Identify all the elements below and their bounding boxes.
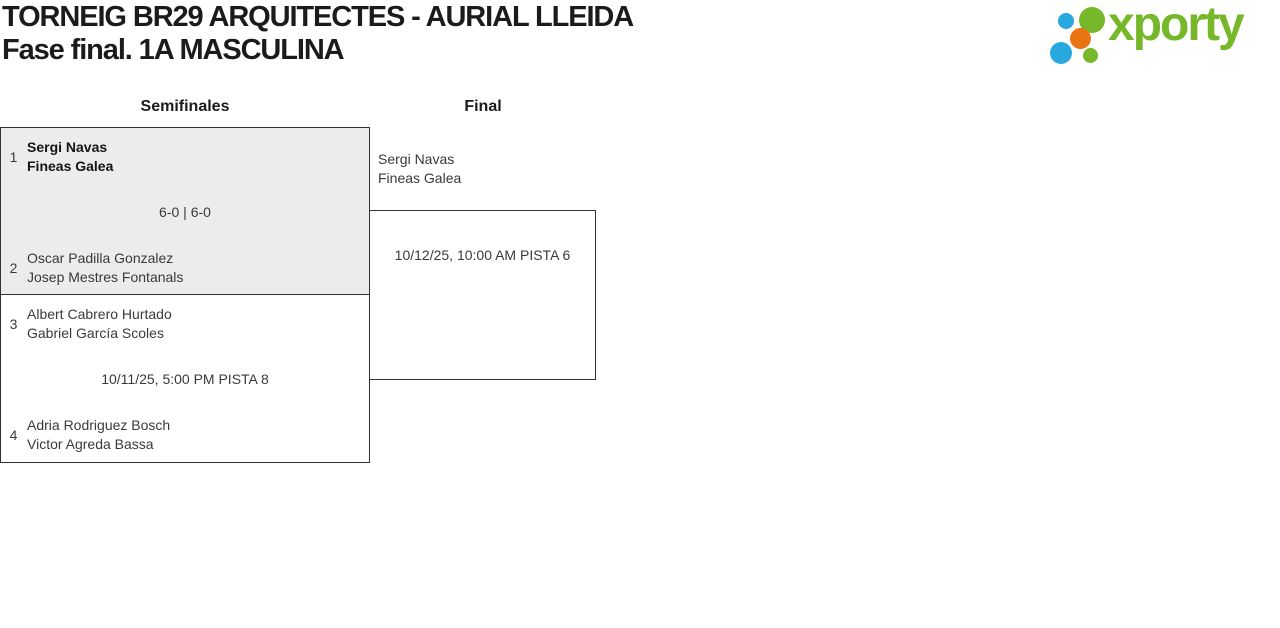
page-title: TORNEIG BR29 ARQUITECTES - AURIAL LLEIDA [2,1,634,33]
logo-dot-green-small-icon [1083,48,1098,63]
match-semifinal-1[interactable]: 1 Sergi Navas Fineas Galea 6-0 | 6-0 2 O… [0,127,370,295]
team-names: Adria Rodriguez Bosch Victor Agreda Bass… [27,416,170,454]
player-name: Fineas Galea [27,158,114,174]
team-row: 4 Adria Rodriguez Bosch Victor Agreda Ba… [7,416,171,454]
player-name: Fineas Galea [378,170,462,186]
match-schedule: 10/11/25, 5:00 PM PISTA 8 [101,371,269,387]
player-name: Adria Rodriguez Bosch [27,417,171,433]
team-names: Sergi Navas Fineas Galea [27,138,113,176]
match-final[interactable]: 10/12/25, 10:00 AM PISTA 6 [369,210,596,380]
team-row: 2 Oscar Padilla Gonzalez Josep Mestres F… [7,249,184,287]
player-name: Sergi Navas [27,139,108,155]
seed-number: 4 [9,427,18,443]
logo-dot-blue-small-icon [1058,13,1074,29]
match-semifinal-2[interactable]: 3 Albert Cabrero Hurtado Gabriel García … [0,294,370,463]
xporty-wordmark: xporty [1108,0,1245,51]
round-label-semifinals: Semifinales [140,98,230,115]
match-schedule: 10/12/25, 10:00 AM PISTA 6 [394,247,571,263]
seed-number: 1 [9,149,18,165]
seed-number: 2 [9,260,18,276]
player-name: Gabriel García Scoles [27,325,164,341]
round-label-final: Final [464,98,502,115]
player-name: Sergi Navas [378,151,455,167]
page-subtitle: Fase final. 1A MASCULINA [2,34,345,66]
final-advancing-team: Sergi Navas Fineas Galea [378,150,461,188]
match-result: 6-0 | 6-0 [159,204,211,220]
logo-dot-orange-icon [1070,28,1091,49]
player-name: Albert Cabrero Hurtado [27,306,172,322]
team-row: 1 Sergi Navas Fineas Galea [7,138,114,176]
logo-dot-blue-large-icon [1050,42,1072,64]
player-name: Oscar Padilla Gonzalez [27,250,174,266]
seed-number: 3 [9,316,18,332]
player-name: Victor Agreda Bassa [27,436,154,452]
team-names: Oscar Padilla Gonzalez Josep Mestres Fon… [27,249,183,287]
xporty-logo[interactable]: xporty [1048,0,1280,72]
team-names: Albert Cabrero Hurtado Gabriel García Sc… [27,305,172,343]
team-row: 3 Albert Cabrero Hurtado Gabriel García … [7,305,172,343]
player-name: Josep Mestres Fontanals [27,269,184,285]
